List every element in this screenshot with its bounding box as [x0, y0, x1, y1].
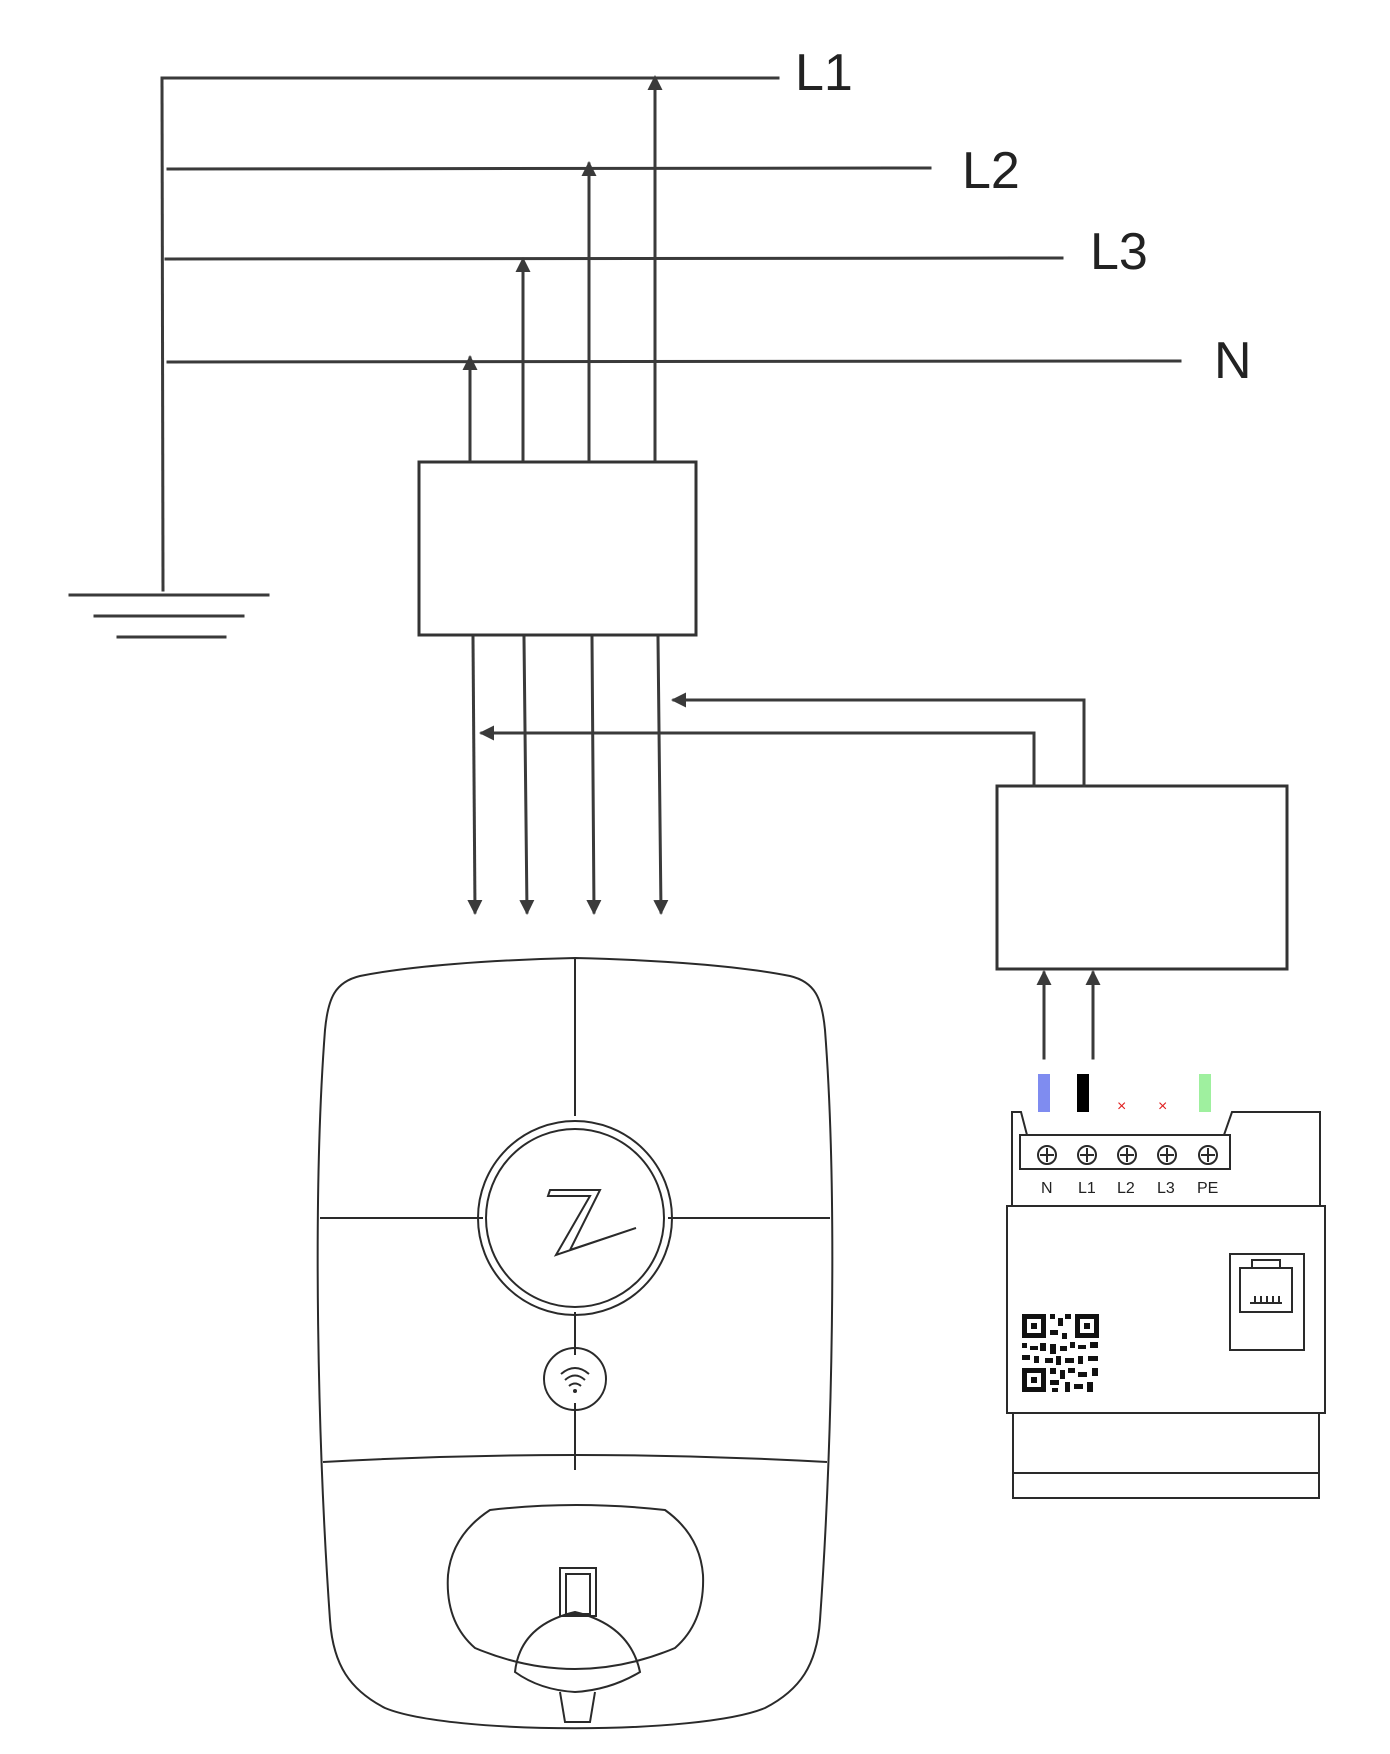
terminal-label-n: N	[1041, 1180, 1053, 1197]
energy-meter: N L1 L2 L3 PE	[1006, 1111, 1326, 1499]
wire-l1	[1077, 1074, 1089, 1112]
not-connected-l2: ×	[1117, 1098, 1126, 1115]
meter-wires: × ×	[1038, 1074, 1211, 1115]
terminal-label-pe: PE	[1197, 1180, 1218, 1197]
charging-socket	[446, 1504, 705, 1723]
supply-line-l3	[164, 256, 1064, 261]
zappi-logo-icon	[546, 1189, 637, 1257]
protection-device-box	[417, 460, 698, 637]
panel-divider-bottom	[322, 1454, 828, 1463]
supply-line-l2	[166, 166, 932, 171]
label-l2: L2	[962, 142, 1020, 200]
supply-connections	[462, 75, 663, 462]
controller-signal-lines	[479, 692, 1086, 788]
logo-badge	[477, 1120, 673, 1316]
wire-pe	[1199, 1074, 1211, 1112]
label-l3: L3	[1090, 223, 1148, 281]
supply-line-n	[166, 359, 1182, 364]
ev-charger	[316, 956, 834, 1730]
ground-icon	[68, 593, 270, 639]
earth-ground	[68, 76, 270, 639]
ethernet-port-icon	[1229, 1253, 1305, 1351]
terminal-label-l1: L1	[1078, 1180, 1096, 1197]
terminal-label-l3: L3	[1157, 1180, 1175, 1197]
charger-body	[316, 956, 834, 1730]
terminal-label-l2: L2	[1117, 1180, 1135, 1197]
rfid-icon	[543, 1347, 607, 1411]
charger-feed	[467, 636, 669, 915]
controller-box	[995, 784, 1289, 971]
not-connected-l3: ×	[1158, 1098, 1167, 1115]
supply-bus: L1 L2 L3 N	[160, 44, 1252, 390]
wire-n	[1038, 1074, 1050, 1112]
meter-to-controller	[1036, 970, 1101, 1060]
terminal-screws	[1037, 1145, 1218, 1165]
label-l1: L1	[795, 44, 853, 102]
qr-code-icon	[1022, 1314, 1099, 1392]
label-n: N	[1214, 332, 1252, 390]
